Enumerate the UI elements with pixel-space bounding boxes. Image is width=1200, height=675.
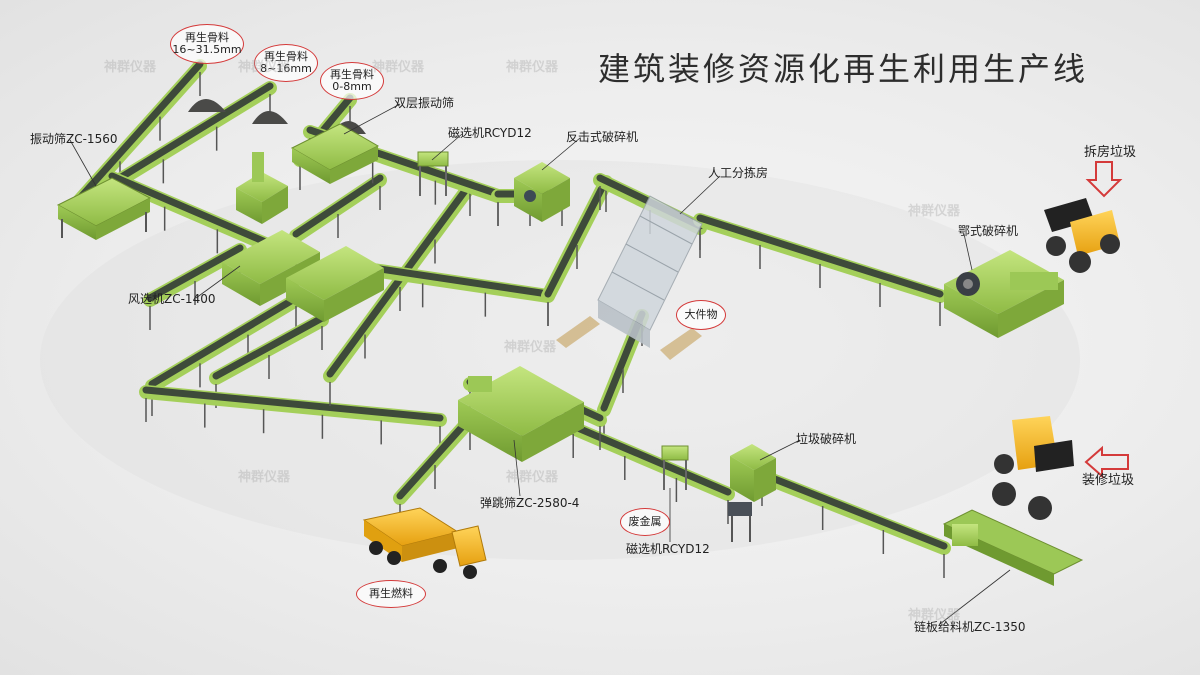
aggregate-pile-mid [252,111,288,124]
aggregate-pile-coarse [188,99,226,112]
decoration-arrow-icon [1084,445,1129,479]
callout-text: 废金属 [628,515,662,528]
conveyor-belt [212,314,326,380]
watermark: 神群仪器 [504,340,557,355]
callout-text: 再生骨料 [185,31,229,44]
conveyor-belt [396,414,474,500]
callout-text: 再生骨料 [264,50,308,63]
label-impact-crusher: 反击式破碎机 [566,130,639,144]
air-separator-right [286,246,384,322]
label-sorting-room: 人工分拣房 [708,166,769,180]
watermark: 神群仪器 [908,608,961,623]
conveyor-belt [76,60,204,202]
page-title: 建筑装修资源化再生利用生产线 [598,50,1089,88]
callout-text: 大件物 [684,308,718,321]
callout-text: 8~16mm [260,62,312,75]
label-chain-feeder: 链板给料机ZC-1350 [914,620,1026,634]
watermark: 神群仪器 [506,470,559,485]
conveyor-belt [106,82,274,188]
magnetic-separator-bottom [661,445,689,490]
conveyor-belt [758,470,948,550]
watermark: 神群仪器 [238,470,291,485]
conveyor-belt [696,214,944,298]
label-magnetic-separator-top: 磁选机RCYD12 [448,126,532,140]
manual-sorting-room [556,195,703,360]
vibrating-screen-zc1560 [56,177,152,240]
jaw-crusher [944,250,1064,338]
label-demolition-waste: 拆房垃圾 [1084,145,1137,160]
watermark: 神群仪器 [372,60,425,75]
watermark: 神群仪器 [238,60,291,75]
label-double-layer-screen: 双层振动筛 [394,96,455,110]
conveyor-belt [356,262,552,298]
callout-scrap-metal: 废金属 [620,508,670,536]
conveyor-belt [142,386,444,422]
callout-text: 再生骨料 [330,68,374,81]
callout-aggregate-coarse: 再生骨料 16~31.5mm [170,24,244,64]
watermark: 神群仪器 [104,60,157,75]
watermark: 神群仪器 [506,60,559,75]
secondary-crusher [236,152,288,224]
wheel-loader-bottom [992,416,1074,520]
callout-text: 0-8mm [332,80,372,93]
conveyor-belt [108,172,274,248]
label-garbage-crusher: 垃圾破碎机 [796,432,857,446]
dump-truck [362,507,487,579]
leader-lines [69,103,1011,625]
callout-text: 再生燃料 [369,587,413,600]
double-layer-screen [290,123,380,184]
garbage-crusher [728,444,776,542]
conveyor-belt [148,294,300,388]
bounce-screen [458,366,584,462]
callout-recycled-fuel: 再生燃料 [356,580,426,608]
impact-crusher [514,162,570,222]
label-jaw-crusher: 鄂式破碎机 [958,224,1019,238]
label-vibrating-screen: 振动筛ZC-1560 [30,132,118,146]
label-bounce-screen: 弹跳筛ZC-2580-4 [480,496,580,510]
demolition-arrow-icon [1085,161,1123,198]
conveyor-belt [544,176,610,298]
watermark: 神群仪器 [908,204,961,219]
label-decoration-waste: 装修垃圾 [1082,473,1135,488]
callout-text: 16~31.5mm [172,43,242,56]
callout-aggregate-mid: 再生骨料 8~16mm [254,44,318,82]
label-air-separator: 风选机ZC-1400 [128,292,216,306]
callout-bulky-items: 大件物 [676,300,726,330]
conveyor-belt [146,244,244,302]
conveyor-belt [292,174,384,238]
wheel-loader-top [1044,198,1120,273]
label-magnetic-separator-bottom: 磁选机RCYD12 [626,542,710,556]
chain-plate-feeder [942,509,1084,586]
callout-aggregate-fine: 再生骨料 0-8mm [320,62,384,100]
